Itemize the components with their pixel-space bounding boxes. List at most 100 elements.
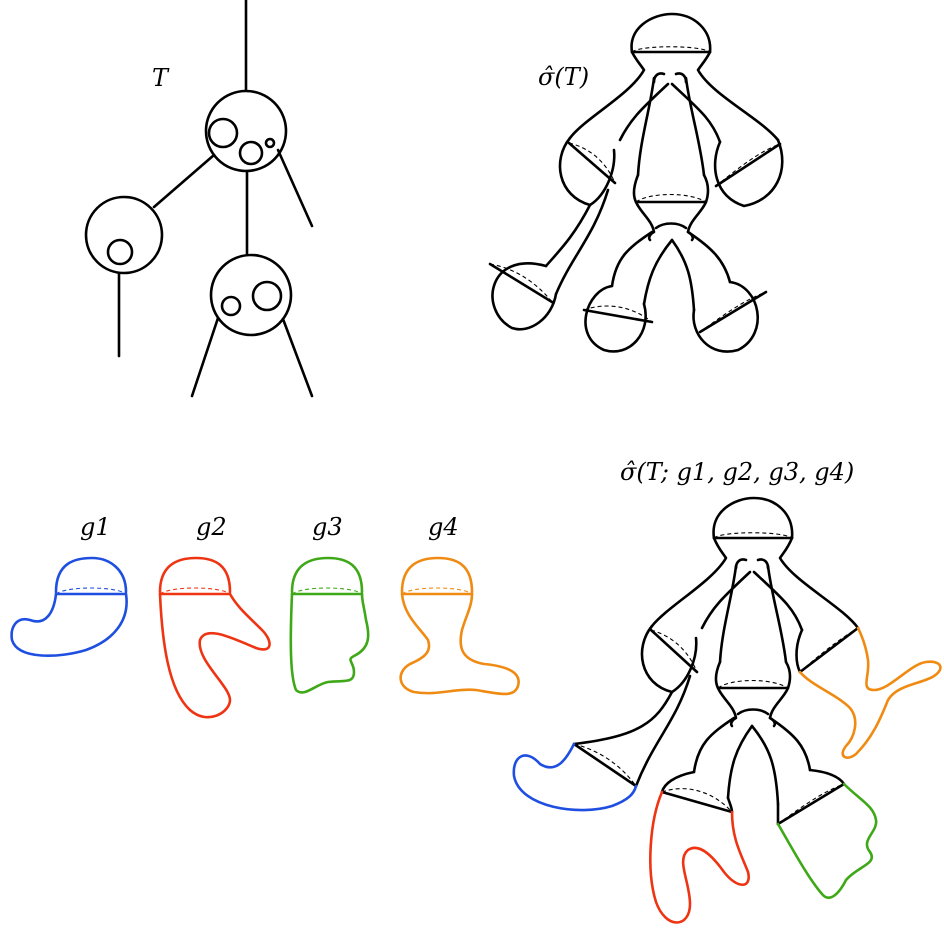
body-outline — [718, 564, 738, 664]
body-outline — [618, 82, 670, 142]
body-outline — [674, 72, 688, 84]
g4-cap — [400, 556, 474, 594]
top-cap — [630, 12, 712, 54]
label-g1: g1 — [80, 513, 111, 541]
g-pieces: g1 g2 g3 g4 — [10, 513, 520, 719]
g3-body — [289, 592, 370, 694]
body-outline — [700, 570, 752, 630]
junction-back — [699, 291, 767, 333]
junction-circle — [798, 626, 860, 674]
tube — [686, 230, 732, 284]
piece-g4 — [399, 556, 520, 696]
junction-circle — [698, 290, 768, 334]
body-outline — [734, 558, 748, 570]
g4-boundary-back — [401, 587, 473, 595]
tree-node-left — [84, 195, 164, 275]
bulb — [692, 280, 759, 353]
junction-back — [631, 46, 711, 53]
attached-g3 — [776, 782, 878, 899]
label-sigma-T-g: σ̂(T; g1, g2, g3, g4) — [620, 458, 854, 486]
tree-hole — [238, 140, 264, 166]
junction-back — [635, 194, 707, 203]
g3-boundary-back — [291, 587, 363, 595]
piece-g3 — [289, 556, 370, 694]
junction-circle — [776, 782, 846, 826]
tube — [544, 203, 592, 268]
junction-back — [799, 627, 859, 673]
surface-sigma-T: σ̂(T) — [488, 12, 784, 353]
junction-back — [717, 680, 789, 689]
tube — [572, 690, 674, 746]
bulb — [808, 768, 846, 786]
top-cap — [712, 496, 794, 540]
tree-edge — [276, 148, 314, 228]
tube — [726, 724, 754, 800]
junction-back — [583, 305, 653, 323]
junction-circle — [572, 742, 638, 788]
g2-cap — [158, 556, 232, 594]
tree-node-child — [209, 253, 293, 337]
tube — [692, 716, 736, 774]
tree-hole — [207, 117, 239, 149]
body-outline — [634, 200, 656, 242]
label-T: T — [152, 64, 170, 92]
body-outline — [684, 76, 706, 177]
bulb — [713, 138, 784, 208]
tree-hole — [264, 137, 276, 149]
tree-node-root — [204, 89, 288, 173]
body-outline — [778, 536, 860, 630]
body-outline — [636, 76, 656, 177]
junction-back — [573, 743, 637, 787]
junction-back — [661, 788, 733, 813]
g2-body — [158, 592, 271, 719]
tree-edge — [152, 153, 216, 209]
piece-g1 — [10, 556, 128, 657]
surface-sigma-T-g: σ̂(T; g1, g2, g3, g4) — [512, 458, 942, 924]
tree-T: T — [84, 0, 314, 398]
junction-circle — [649, 628, 699, 674]
tree-hole — [106, 238, 134, 266]
label-sigma-T: σ̂(T) — [538, 63, 589, 91]
piece-g2 — [158, 556, 271, 719]
g2-boundary-back — [159, 587, 231, 595]
tree-hole — [251, 280, 283, 312]
bulb — [584, 284, 647, 353]
body-outline — [696, 50, 780, 142]
junction-back — [713, 532, 793, 539]
mid-node — [632, 173, 710, 204]
junction-back — [777, 783, 845, 825]
junction-circle — [714, 142, 782, 188]
body-outline — [568, 50, 646, 140]
body-outline — [766, 564, 788, 664]
junction-circle — [567, 141, 617, 185]
tube — [634, 674, 692, 788]
g4-body — [399, 592, 520, 696]
body-outline — [716, 686, 738, 728]
g3-cap — [290, 556, 364, 594]
bulb — [795, 628, 804, 674]
g1-boundary-back — [55, 587, 127, 595]
body-outline — [650, 536, 728, 628]
g1-cap — [54, 556, 128, 594]
tree-hole — [220, 295, 242, 317]
attached-g2 — [649, 790, 750, 924]
g1-body — [10, 592, 128, 657]
body-outline — [654, 222, 688, 230]
junction-back — [489, 263, 553, 303]
junction-circle — [582, 308, 654, 324]
tube — [750, 724, 780, 806]
tube — [554, 188, 610, 296]
tube — [670, 238, 696, 312]
tube — [642, 238, 674, 306]
tube — [768, 716, 812, 772]
tree-edge — [190, 316, 220, 398]
tube — [610, 230, 654, 288]
label-g3: g3 — [312, 513, 343, 541]
tree-edge — [281, 317, 314, 398]
body-outline — [752, 570, 804, 632]
body-outline — [756, 558, 770, 570]
body-outline — [670, 82, 722, 144]
label-g2: g2 — [196, 513, 227, 541]
